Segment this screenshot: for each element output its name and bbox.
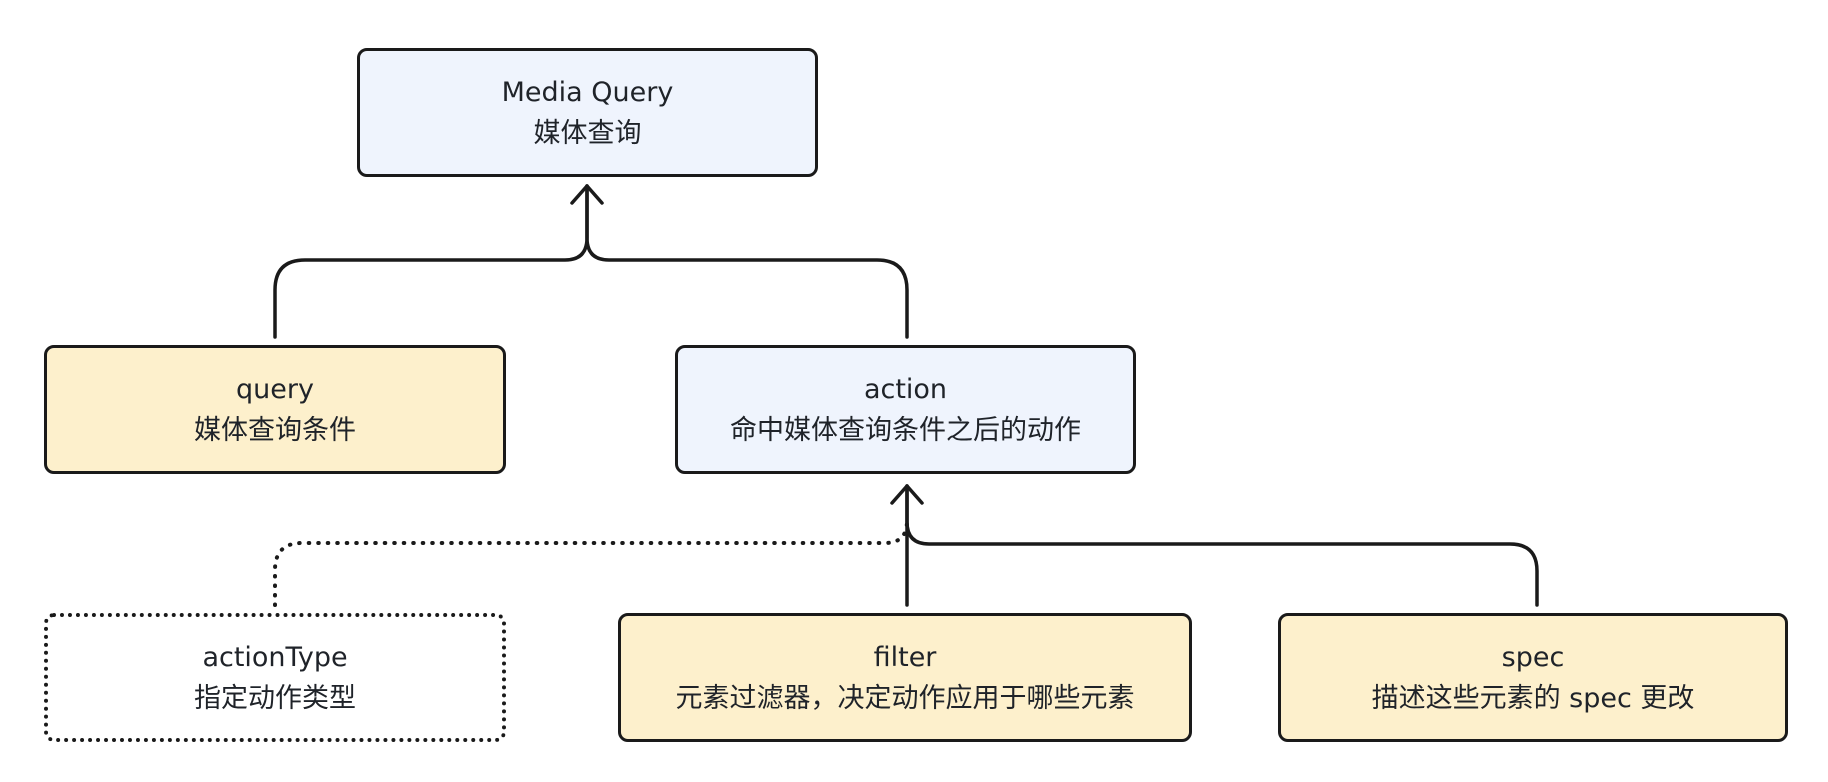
node-query-subtitle: 媒体查询条件 (194, 414, 356, 446)
node-filter: filter 元素过滤器，决定动作应用于哪些元素 (618, 613, 1192, 742)
arrowhead-media-query (570, 184, 604, 205)
node-spec: spec 描述这些元素的 spec 更改 (1278, 613, 1788, 742)
arrowhead-action (890, 484, 924, 505)
node-media-query-title: Media Query (501, 76, 674, 108)
node-action-type: actionType 指定动作类型 (44, 613, 506, 742)
node-action: action 命中媒体查询条件之后的动作 (675, 345, 1136, 474)
node-action-title: action (863, 373, 948, 405)
edge-spec-to-action (905, 484, 1539, 607)
edge-action-to-media-query (585, 184, 909, 339)
edge-action-type-to-action (273, 519, 909, 607)
node-spec-subtitle: 描述这些元素的 spec 更改 (1371, 682, 1695, 714)
node-filter-subtitle: 元素过滤器，决定动作应用于哪些元素 (675, 682, 1135, 714)
node-media-query-subtitle: 媒体查询 (533, 117, 642, 149)
edge-query-to-media-query (273, 184, 589, 339)
node-action-type-title: actionType (202, 641, 348, 673)
node-action-type-subtitle: 指定动作类型 (194, 682, 356, 714)
node-spec-title: spec (1501, 641, 1565, 673)
node-filter-title: filter (873, 641, 937, 673)
node-query-title: query (236, 373, 314, 405)
node-action-subtitle: 命中媒体查询条件之后的动作 (730, 414, 1081, 446)
node-query: query 媒体查询条件 (44, 345, 506, 474)
node-media-query: Media Query 媒体查询 (357, 48, 818, 177)
